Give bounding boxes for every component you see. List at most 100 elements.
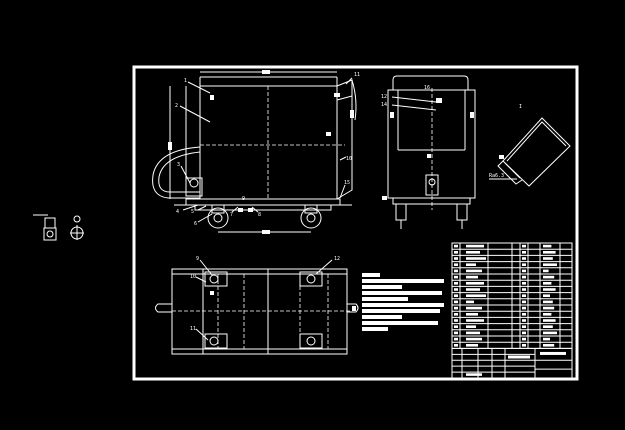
parts-table-cell-text xyxy=(543,275,555,279)
isolated-part-sketch xyxy=(33,214,84,241)
parts-table-cell-text xyxy=(543,344,555,347)
parts-table-cell-text xyxy=(466,313,478,316)
balloon-front-10: 10 xyxy=(346,156,352,162)
parts-table-cell-index xyxy=(454,325,458,328)
parts-table-cell-index xyxy=(454,337,458,341)
parts-table-cell-qty xyxy=(522,257,526,260)
parts-table-cell-qty xyxy=(522,275,526,279)
parts-table-cell-text xyxy=(543,294,550,297)
parts-table-cell-index xyxy=(454,282,458,285)
title-block-text xyxy=(508,355,530,359)
push-handle xyxy=(152,146,201,199)
parts-table-cell-text xyxy=(466,319,484,322)
parts-table-cell-qty xyxy=(522,306,526,310)
balloon-front-7: 7 xyxy=(230,212,233,218)
parts-table-cell-text xyxy=(543,337,550,341)
parts-table-cell-text xyxy=(543,319,556,322)
parts-list-table xyxy=(451,242,573,349)
plan-view: 9 10 11 12 xyxy=(155,256,359,355)
parts-table-cell-text xyxy=(466,269,482,273)
parts-table-cell-text xyxy=(466,344,478,347)
title-block xyxy=(451,347,573,379)
parts-table-cell-index xyxy=(454,294,458,297)
parts-table-cell-text xyxy=(466,257,486,260)
parts-table-cell-qty xyxy=(522,244,526,248)
parts-table-cell-text xyxy=(543,244,552,248)
parts-table-cell-index xyxy=(454,244,458,248)
parts-table-cell-index xyxy=(454,306,458,310)
title-block-text xyxy=(540,351,566,355)
detail-view-i: I Ra6.3 xyxy=(489,104,571,187)
parts-table-cell-text xyxy=(466,325,476,328)
parts-table-cell-index xyxy=(454,313,458,316)
parts-table-cell-qty xyxy=(522,288,526,291)
parts-table-cell-text xyxy=(466,282,484,285)
parts-table-cell-index xyxy=(454,319,458,322)
balloon-plan-12: 12 xyxy=(334,256,340,262)
front-caster-right xyxy=(300,204,322,229)
detail-roughness-note: Ra6.3 xyxy=(489,173,504,179)
parts-table-cell-qty xyxy=(522,251,526,254)
parts-table-cell-text xyxy=(466,306,482,310)
parts-table-cell-qty xyxy=(522,294,526,297)
parts-table-cell-index xyxy=(454,288,458,291)
parts-table-cell-text xyxy=(466,288,480,291)
balloon-front-11: 11 xyxy=(354,72,360,78)
balloon-front-1: 1 xyxy=(184,78,187,84)
front-view-body xyxy=(199,85,338,200)
parts-table-cell-qty xyxy=(522,313,526,316)
title-block-frame xyxy=(451,347,573,379)
parts-table-cell-qty xyxy=(522,282,526,285)
balloon-side-12: 12 xyxy=(381,94,387,100)
parts-table-cell-text xyxy=(543,269,549,273)
parts-table-cell-index xyxy=(454,275,458,279)
side-view: 12 14 16 xyxy=(381,75,476,229)
parts-table-cell-text xyxy=(466,331,480,335)
plan-handle xyxy=(155,303,172,313)
parts-table-cell-index xyxy=(454,251,458,254)
parts-table-cell-text xyxy=(543,313,552,316)
title-block-text xyxy=(466,373,482,376)
balloon-front-4: 4 xyxy=(176,209,179,215)
parts-table-cell-index xyxy=(454,263,458,266)
balloon-front-8: 8 xyxy=(258,212,261,218)
parts-table-cell-text xyxy=(543,288,556,291)
parts-table-cell-text xyxy=(543,257,553,260)
balloon-plan-11: 11 xyxy=(190,326,196,332)
parts-table-cell-text xyxy=(543,282,552,285)
parts-table-cell-index xyxy=(454,300,458,304)
balloon-side-16: 16 xyxy=(424,85,430,91)
balloon-front-3: 3 xyxy=(177,162,180,168)
parts-table-cell-text xyxy=(543,300,553,304)
balloon-front-2: 2 xyxy=(175,103,178,109)
parts-table-cell-index xyxy=(454,344,458,347)
parts-table-cell-qty xyxy=(522,319,526,322)
parts-table-cell-text xyxy=(543,263,557,266)
plan-view-body xyxy=(171,268,348,355)
parts-table-cell-index xyxy=(454,269,458,273)
balloon-side-14: 14 xyxy=(381,102,387,108)
front-view: 1 2 3 4 5 6 7 8 9 10 11 15 xyxy=(152,70,360,234)
parts-table-cell-qty xyxy=(522,325,526,328)
balloon-front-5: 5 xyxy=(191,209,194,215)
detail-label: I xyxy=(519,104,522,110)
parts-table-cell-text xyxy=(466,337,482,341)
parts-table-cell-qty xyxy=(522,300,526,304)
parts-table-cell-text xyxy=(543,325,553,328)
parts-table-cell-text xyxy=(466,263,476,266)
balloon-front-6: 6 xyxy=(194,221,197,227)
parts-table-cell-text xyxy=(466,275,478,279)
drawing-frame-border xyxy=(132,65,579,381)
parts-table-cell-qty xyxy=(522,337,526,341)
parts-table-cell-text xyxy=(466,244,484,248)
balloon-plan-9: 9 xyxy=(196,256,199,262)
parts-table-cell-qty xyxy=(522,263,526,266)
parts-table-cell-text xyxy=(543,251,556,254)
balloon-front-15: 15 xyxy=(344,180,350,186)
parts-table-cell-index xyxy=(454,257,458,260)
parts-table-cell-text xyxy=(466,300,474,304)
parts-table-cell-text xyxy=(466,294,486,297)
parts-table-cell-qty xyxy=(522,269,526,273)
technical-notes-block xyxy=(362,273,444,331)
